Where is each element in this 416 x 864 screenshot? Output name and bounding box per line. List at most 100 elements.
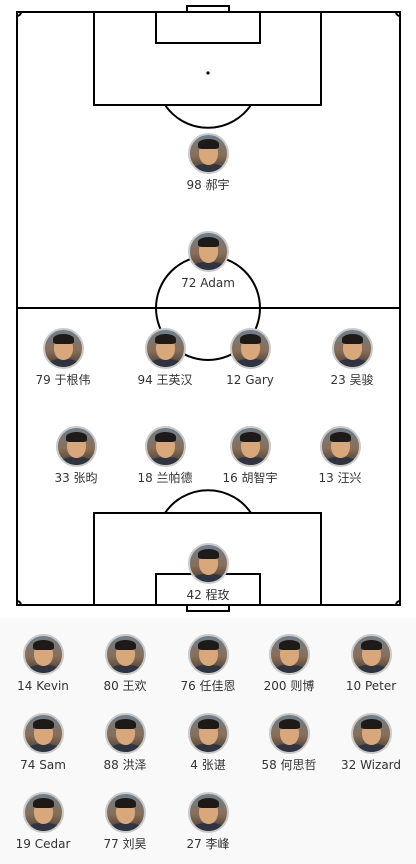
player-card[interactable]: 79 于根伟 <box>18 328 108 387</box>
player-label: 74 Sam <box>0 758 88 772</box>
player-avatar[interactable] <box>22 713 64 754</box>
bottom-penalty-arc <box>164 489 252 514</box>
player-avatar[interactable] <box>350 634 392 675</box>
penalty-spot <box>206 71 210 75</box>
player-card[interactable]: 23 吴骏 <box>307 328 397 387</box>
player-avatar[interactable] <box>55 426 97 467</box>
player-card[interactable]: 42 程玫 <box>163 543 253 602</box>
player-card[interactable]: 33 张昀 <box>31 426 121 485</box>
player-number: 23 <box>330 373 346 387</box>
player-label: 33 张昀 <box>31 471 121 485</box>
player-label: 79 于根伟 <box>18 373 108 387</box>
player-label: 58 何思哲 <box>244 758 334 772</box>
player-avatar[interactable] <box>229 426 271 467</box>
player-card[interactable]: 18 兰帕德 <box>120 426 210 485</box>
player-avatar[interactable] <box>104 713 146 754</box>
player-label: 12 Gary <box>205 373 295 387</box>
player-card[interactable]: 58 何思哲 <box>244 713 334 772</box>
player-avatar[interactable] <box>22 634 64 675</box>
player-avatar[interactable] <box>187 543 229 584</box>
player-avatar[interactable] <box>319 426 361 467</box>
player-card[interactable]: 98 郝宇 <box>163 133 253 192</box>
player-card[interactable]: 77 刘昊 <box>80 792 170 851</box>
player-name: 张昀 <box>73 471 98 485</box>
player-card[interactable]: 12 Gary <box>205 328 295 387</box>
player-name: 张谌 <box>201 758 226 772</box>
player-label: 98 郝宇 <box>163 178 253 192</box>
player-number: 79 <box>35 373 51 387</box>
player-number: 12 <box>226 373 242 387</box>
player-name: 洪泽 <box>122 758 147 772</box>
player-card[interactable]: 10 Peter <box>326 634 416 693</box>
player-avatar[interactable] <box>331 328 373 369</box>
player-card[interactable]: 72 Adam <box>163 231 253 290</box>
player-label: 13 汪兴 <box>295 471 385 485</box>
player-number: 76 <box>180 679 196 693</box>
player-avatar[interactable] <box>187 231 229 272</box>
pitch-lines <box>16 5 401 612</box>
player-avatar[interactable] <box>104 792 146 833</box>
player-number: 13 <box>318 471 334 485</box>
player-number: 19 <box>15 837 31 851</box>
player-avatar[interactable] <box>268 713 310 754</box>
player-name: Wizard <box>360 758 402 772</box>
player-avatar[interactable] <box>229 328 271 369</box>
player-number: 42 <box>186 588 202 602</box>
player-number: 27 <box>186 837 202 851</box>
player-name: 王欢 <box>122 679 147 693</box>
player-avatar[interactable] <box>268 634 310 675</box>
player-number: 18 <box>137 471 153 485</box>
player-avatar[interactable] <box>187 634 229 675</box>
player-card[interactable]: 27 李峰 <box>163 792 253 851</box>
player-name: 王英汉 <box>156 373 193 387</box>
player-name: Kevin <box>36 679 69 693</box>
player-number: 10 <box>345 679 362 693</box>
player-name: Gary <box>245 373 274 387</box>
player-card[interactable]: 32 Wizard <box>326 713 416 772</box>
player-avatar[interactable] <box>187 133 229 174</box>
player-label: 72 Adam <box>163 276 253 290</box>
player-avatar[interactable] <box>144 328 186 369</box>
top-goal <box>186 5 230 13</box>
player-card[interactable]: 13 汪兴 <box>295 426 385 485</box>
player-avatar[interactable] <box>187 713 229 754</box>
player-number: 32 <box>340 758 357 772</box>
player-card[interactable]: 14 Kevin <box>0 634 88 693</box>
player-number: 16 <box>222 471 238 485</box>
player-label: 76 任佳恩 <box>163 679 253 693</box>
player-number: 200 <box>263 679 287 693</box>
player-avatar[interactable] <box>350 713 392 754</box>
player-name: Cedar <box>34 837 71 851</box>
player-number: 94 <box>137 373 153 387</box>
player-avatar[interactable] <box>144 426 186 467</box>
player-name: 郝宇 <box>205 178 230 192</box>
player-label: 200 则博 <box>244 679 334 693</box>
player-card[interactable]: 4 张谌 <box>163 713 253 772</box>
player-name: 李峰 <box>205 837 230 851</box>
player-label: 10 Peter <box>326 679 416 693</box>
player-card[interactable]: 76 任佳恩 <box>163 634 253 693</box>
top-penalty-arc <box>164 104 252 129</box>
player-card[interactable]: 94 王英汉 <box>120 328 210 387</box>
player-number: 33 <box>54 471 70 485</box>
player-avatar[interactable] <box>22 792 64 833</box>
player-card[interactable]: 74 Sam <box>0 713 88 772</box>
player-label: 32 Wizard <box>326 758 416 772</box>
player-name: 汪兴 <box>337 471 362 485</box>
player-name: 兰帕德 <box>156 471 193 485</box>
player-card[interactable]: 19 Cedar <box>0 792 88 851</box>
player-label: 23 吴骏 <box>307 373 397 387</box>
player-label: 94 王英汉 <box>120 373 210 387</box>
player-avatar[interactable] <box>42 328 84 369</box>
player-label: 77 刘昊 <box>80 837 170 851</box>
player-card[interactable]: 80 王欢 <box>80 634 170 693</box>
player-name: 于根伟 <box>54 373 91 387</box>
player-card[interactable]: 16 胡智宇 <box>205 426 295 485</box>
player-card[interactable]: 88 洪泽 <box>80 713 170 772</box>
player-label: 88 洪泽 <box>80 758 170 772</box>
player-number: 80 <box>103 679 119 693</box>
bottom-goal <box>186 604 230 612</box>
player-avatar[interactable] <box>187 792 229 833</box>
player-avatar[interactable] <box>104 634 146 675</box>
player-card[interactable]: 200 则博 <box>244 634 334 693</box>
